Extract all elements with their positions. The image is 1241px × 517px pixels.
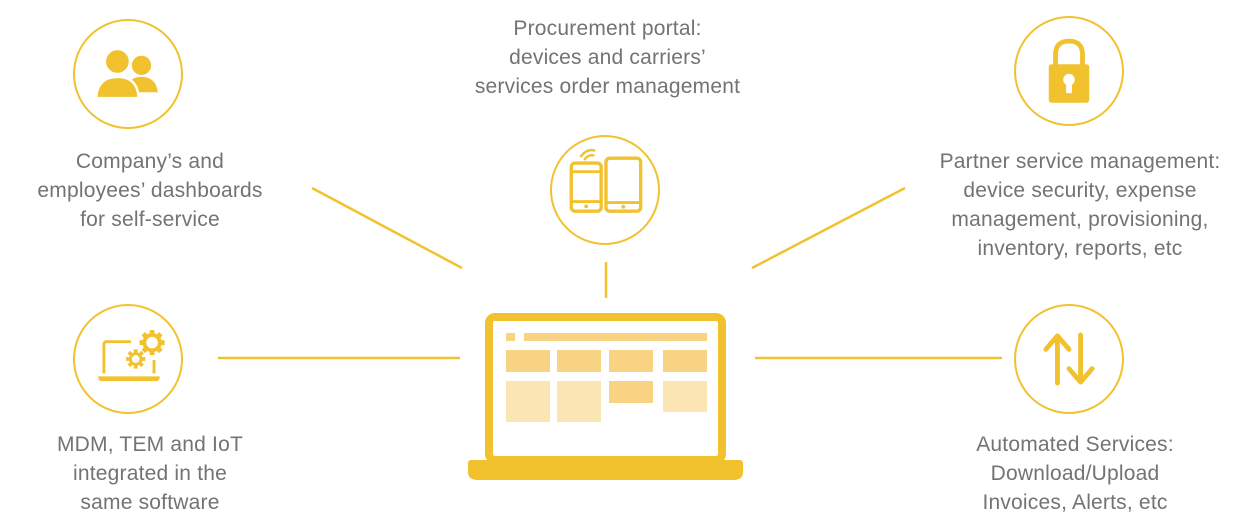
padlock-icon: [1048, 38, 1090, 103]
users-circle: [73, 19, 183, 129]
automated-label: Automated Services: Download/Upload Invo…: [976, 433, 1174, 514]
users-icon: [94, 47, 158, 100]
mdm-circle: [73, 304, 183, 414]
mdm-label: MDM, TEM and IoT integrated in the same …: [56, 433, 244, 514]
automated-circle: [1014, 304, 1124, 414]
dashboards-label: Company’s and employees’ dashboards for …: [37, 150, 263, 231]
connector-dashboards: [311, 186, 463, 270]
laptop-gears-icon: [98, 330, 165, 382]
up-down-arrows-icon: [1043, 332, 1095, 386]
mobile-tablet-icon: [569, 148, 643, 213]
connector-partner: [751, 186, 906, 270]
partner-label: Partner service management: device secur…: [939, 150, 1221, 260]
padlock-circle: [1014, 16, 1124, 126]
procurement-circle: [550, 135, 660, 245]
laptop-dashboard-icon: [468, 313, 743, 480]
procurement-label: Procurement portal: devices and carriers…: [474, 17, 741, 98]
